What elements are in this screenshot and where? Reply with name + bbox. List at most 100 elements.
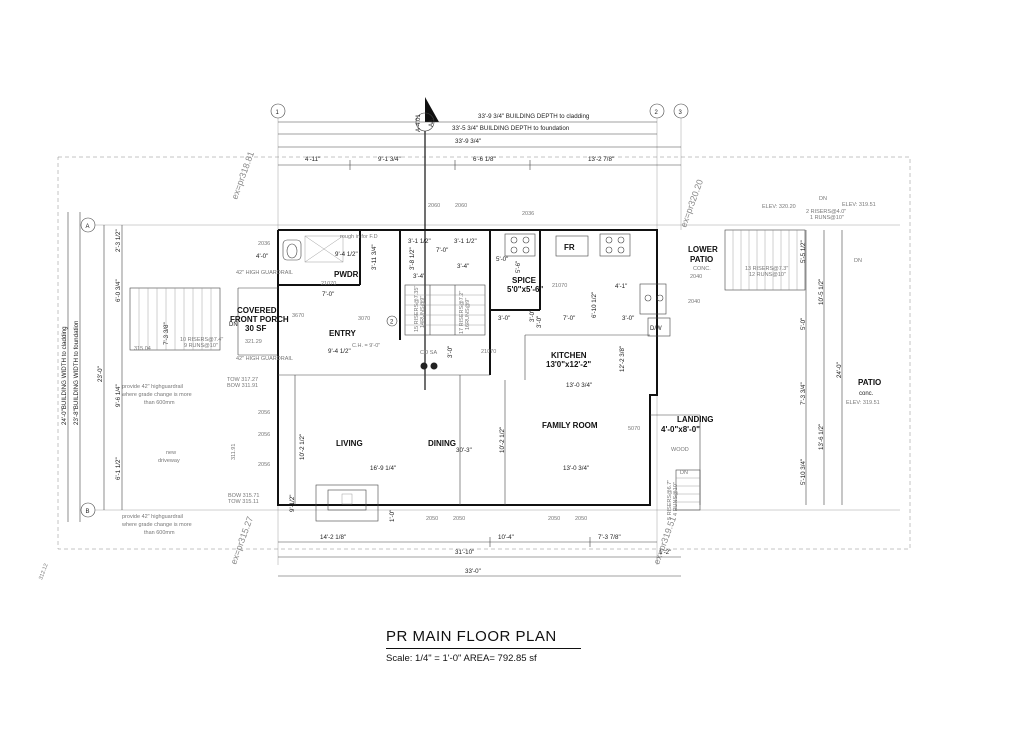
idim-14: 4'-1" [615, 283, 627, 290]
tag-2060-a: 2060 [428, 203, 440, 209]
idim-5: 3'-1 1/2" [408, 238, 431, 245]
bottom-dimensions: 14'-2 1/8" 10'-4" 7'-3 7/8" 31'-10" 1'-2… [278, 534, 681, 577]
exterior-walls [237, 229, 701, 506]
idim-21: 10'-2 1/2" [299, 434, 306, 460]
dim-bottom-extra: 1'-2" [659, 549, 671, 556]
idim-24: 13'-0 3/4" [563, 465, 589, 472]
tag-2056-a: 2056 [258, 410, 270, 416]
dim-width-foundation: 23'-8"BUILDING WIDTH to foundation [73, 320, 80, 425]
dim-left-5: 9'-6 1/4" [115, 384, 122, 407]
ex-label-1: ex=pr318.81 [229, 150, 256, 201]
guardrail-note-top: 42" HIGH GUARDRAIL [236, 270, 293, 276]
idim-7: 7'-0" [436, 247, 448, 254]
grid-b-label: B [86, 509, 90, 515]
landing-stair-runs: 4 RUNS@10" [673, 482, 679, 516]
dim-left-6: 6'-1 1/2" [115, 457, 122, 480]
grid-2-label: 2 [655, 110, 659, 116]
guard-note-5: where grade change is more [121, 522, 192, 528]
window-tags: 2060 2060 2036 2036 21070 21070 21070 36… [258, 203, 702, 522]
dim-bottom-a: 14'-2 1/8" [320, 534, 346, 541]
guard-note-2: where grade change is more [121, 392, 192, 398]
pwdr-fixtures: 2 [282, 235, 398, 327]
room-porch-1: COVERED [237, 306, 277, 315]
tag-5070: 5070 [628, 426, 640, 432]
tow-1: TOW 317.27 [227, 377, 258, 383]
room-landing: LANDING [677, 415, 713, 424]
dim-left-4: 7'-3 3/8" [163, 322, 170, 345]
stair-runs-2: 16RUNS@9" [465, 298, 471, 330]
tag-3070: 3070 [358, 316, 370, 322]
room-entry: ENTRY [329, 329, 356, 338]
ex-label-3: ex=pr315.27 [228, 515, 255, 566]
idim-18: 3'-0" [536, 316, 543, 328]
elev-319: ELEV: 319.51 [842, 202, 876, 208]
dim-building-depth-cladding: 33'-9 3/4" BUILDING DEPTH to cladding [478, 113, 590, 120]
dim-width-total: 23'-0" [97, 366, 104, 382]
interior-dims: 9'-4 1/2" 3'-11 3/4" 7'-0" 9'-4 1/2" 3'-… [289, 238, 634, 522]
elev-315: 315.04 [134, 346, 151, 352]
idim-23: 16'-9 1/4" [370, 465, 396, 472]
bow-1: BOW 311.91 [227, 383, 258, 389]
front-stair-runs: 9 RUNS@10" [184, 343, 218, 349]
driveway-label-1: new [166, 450, 176, 456]
idim-27: 1'-0" [389, 510, 396, 522]
tag-21070-b: 21070 [552, 283, 567, 289]
landing-stair: 5 RISERS@6.7" 4 RUNS@10" DN [667, 469, 701, 520]
tag-2036-a: 2036 [522, 211, 534, 217]
stair-risers-1: 15 RISERS@7.35" [414, 286, 420, 332]
door-tag: 2 [390, 320, 394, 326]
plan-scale: Scale: 1/4" = 1'-0" AREA= 792.85 sf [386, 653, 537, 664]
plan-title: PR MAIN FLOOR PLAN [386, 628, 581, 649]
elev-311: 311.91 [231, 444, 237, 460]
dim-left-1: 2'-3 1/2" [115, 229, 122, 252]
dim-bottom-total: 31'-10" [455, 549, 474, 556]
right-dimensions: 5'-5 1/2" 10'-5 1/2" 24'-0" 5'-0" 7'-3 3… [800, 230, 843, 505]
dim-bottom-c: 7'-3 7/8" [598, 534, 621, 541]
idim-15: 3'-0" [498, 315, 510, 322]
dim-seg-a: 4'-11" [305, 156, 320, 163]
dim-right-7: 5'-10 3/4" [800, 459, 807, 485]
room-spice-size: 5'0"x5'-6" [507, 285, 544, 294]
driveway-notes: provide 42" highguardrail where grade ch… [38, 346, 259, 581]
room-kitchen-size: 13'0"x12'-2" [546, 360, 591, 369]
dim-total-top: 33'-9 3/4" [455, 138, 481, 145]
grid-3-label: 3 [679, 110, 683, 116]
tag-21070-c: 21070 [481, 349, 496, 355]
rough-in-note: rough in for F.D [340, 234, 378, 240]
room-kitchen: KITCHEN [551, 351, 587, 360]
elev-320: ELEV: 320.20 [762, 204, 796, 210]
tag-3670: 3670 [292, 313, 304, 319]
room-lower-patio-1: LOWER [688, 245, 718, 254]
room-labels: PWDR ENTRY SPICE 5'0"x5'-6" KITCHEN 13'0… [230, 234, 881, 453]
tag-2036-b: 2036 [258, 241, 270, 247]
guard-note-3: than 600mm [144, 400, 175, 406]
tag-2040-b: 2040 [688, 299, 700, 305]
section-sheet: A-4.01 [416, 114, 422, 132]
elev-312: 312.12 [38, 563, 49, 581]
front-stair: 10 RISERS@7.4" 9 RUNS@10" DN [129, 287, 238, 351]
dim-seg-d: 13'-2 7/8" [588, 156, 614, 163]
room-porch-sf: 30 SF [245, 324, 266, 333]
tag-2056-c: 2056 [258, 462, 270, 468]
idim-26: 9'-1/2" [289, 495, 296, 512]
idim-6: 3'-1 1/2" [454, 238, 477, 245]
guard-note-1: provide 42" highguardrail [122, 384, 183, 390]
tag-2050-b: 2050 [453, 516, 465, 522]
idim-13: 6'-10 1/2" [591, 292, 598, 318]
idim-12: 5'-6" [515, 261, 522, 273]
landing-stair-risers: 5 RISERS@6.7" [667, 480, 673, 520]
dim-left-3: 6'-0 3/4" [115, 279, 122, 302]
dim-building-depth-foundation: 33'-5 3/4" BUILDING DEPTH to foundation [452, 125, 570, 132]
ex-label-4: ex=pr319.51 [651, 515, 678, 566]
dim-right-1: 5'-5 1/2" [800, 240, 807, 263]
idim-22: 10'-2 1/2" [499, 427, 506, 453]
room-landing-size: 4'-0"x8'-0" [661, 425, 700, 434]
dim-seg-c: 6'-6 1/8" [473, 156, 496, 163]
room-porch-2: FRONT PORCH [230, 315, 289, 324]
front-stair-risers: 10 RISERS@7.4" [180, 337, 223, 343]
tag-2056-b: 2056 [258, 432, 270, 438]
interior-stair: 15 RISERS@7.35" 14RUNS@9" 17 RISERS@7.2"… [404, 284, 486, 336]
stair-runs-1: 14RUNS@9" [420, 296, 426, 328]
tag-2060-b: 2060 [455, 203, 467, 209]
